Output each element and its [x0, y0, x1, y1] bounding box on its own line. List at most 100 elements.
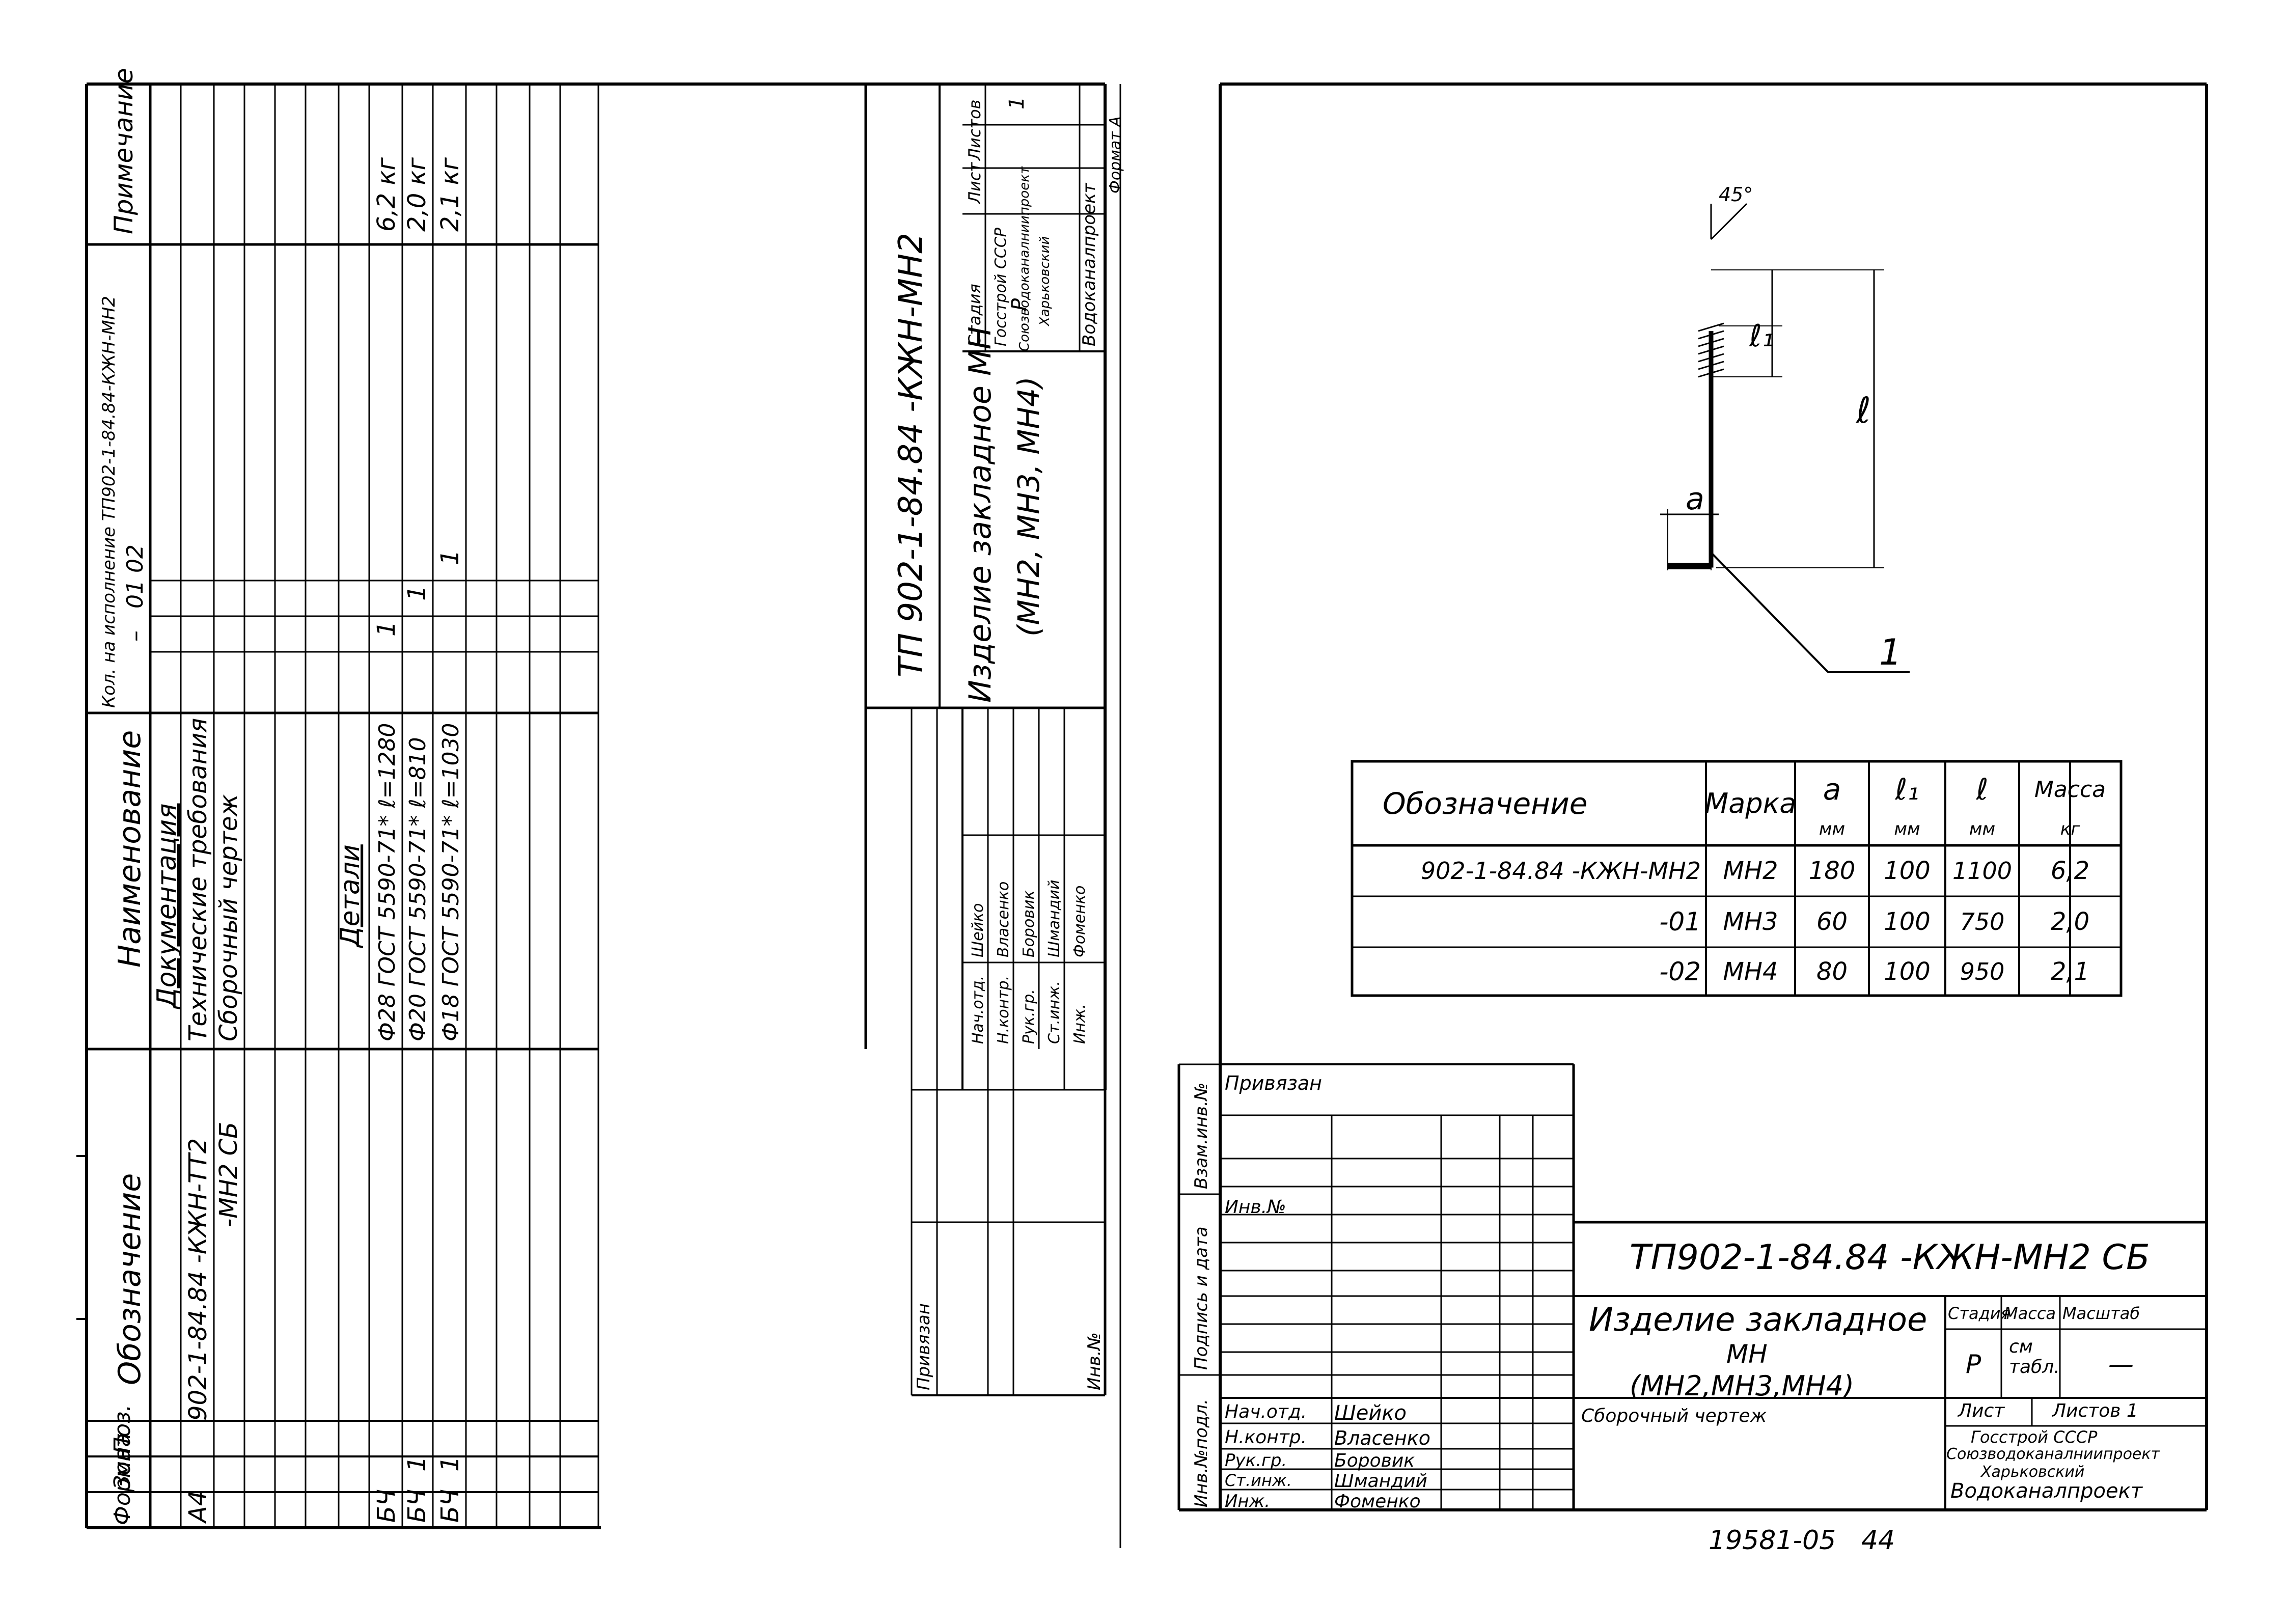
spec-row-format: A4 [184, 1491, 212, 1524]
spec-sheets-val: 1 [1005, 97, 1029, 109]
embedded-part-drawing [1660, 203, 1910, 673]
spec-col-zone: Зона [109, 1433, 135, 1490]
stamp-signer-name: Фоменко [1334, 1491, 1421, 1512]
assembly-sheet: 45° ℓ₁ ℓ a 1 Инв.№подл. Подпись и дата В… [1177, 82, 2208, 1511]
spec-org: Госстрой СССР [992, 227, 1010, 346]
table-cell-mass: 2,1 [2050, 957, 2090, 986]
stamp-org: Водоканалпроект [1950, 1479, 2143, 1503]
specification-sheet: Формат Зона Поз. Обозначение Наименовани… [76, 68, 1124, 1548]
table-cell-a: 80 [1816, 957, 1848, 986]
spec-col-format: Формат [109, 1434, 135, 1525]
table-unit-mass: кг [2060, 818, 2080, 839]
stamp-signer-name: Власенко [1334, 1427, 1430, 1449]
table-cell-mark: МН3 [1723, 907, 1778, 936]
stamp-inv: Инв.№ [1225, 1197, 1286, 1218]
position-label: 1 [1879, 631, 1902, 673]
qty-mark: 1 [436, 549, 464, 565]
stamp-title-4: Сборочный чертеж [1581, 1406, 1767, 1426]
stamp-hdr-stage: Стадия [1948, 1304, 2010, 1323]
spec-signer-role: Нач.отд. [969, 976, 987, 1044]
spec-signer-name: Фоменко [1071, 886, 1089, 957]
spec-signer-name: Шмандий [1045, 880, 1063, 957]
table-unit-l: мм [1969, 818, 1996, 839]
table-cell-mass: 6,2 [2050, 857, 2090, 885]
dim-l-label: ℓ [1856, 390, 1871, 431]
spec-signer-name: Шейко [969, 903, 987, 957]
spec-inv: Инв.№ [1084, 1332, 1105, 1390]
table-cell-l: 950 [1960, 957, 2005, 985]
spec-format-note: Формат А [1107, 116, 1124, 194]
spec-signer-name: Боровик [1020, 890, 1038, 957]
spec-row-name: Ф28 ГОСТ 5590-71* ℓ=1280 [374, 723, 400, 1041]
table-header-l: ℓ [1976, 772, 1989, 807]
table-cell-l: 750 [1960, 908, 2005, 935]
spec-title-name-2: (МН2, МН3, МН4) [1011, 376, 1046, 637]
spec-row-name: Ф20 ГОСТ 5590-71* ℓ=810 [405, 737, 431, 1041]
spec-title-name: Изделие закладное МН [962, 326, 998, 703]
table-header-mass: Масса [2034, 776, 2106, 803]
spec-col-pos: Поз. [109, 1405, 135, 1454]
spec-col-note: Примечание [109, 68, 139, 234]
table-cell-l1: 100 [1884, 857, 1931, 885]
qty-mark: 1 [403, 1456, 431, 1472]
spec-org: Союзводоканалниипроект [1017, 166, 1032, 351]
spec-row-note: 6,2 кг [372, 157, 401, 232]
side-label-sign-date: Подпись и дата [1191, 1226, 1211, 1370]
variant-01: 01 [122, 580, 148, 609]
table-cell-a: 180 [1808, 857, 1856, 885]
spec-row-format: БЧ [372, 1489, 401, 1523]
spec-stage-hdr: Листов [965, 99, 984, 161]
spec-signer-role: Ст.инж. [1045, 981, 1063, 1044]
spec-row-format: БЧ [403, 1489, 431, 1523]
table-cell-designation: -01 [1659, 907, 1701, 937]
spec-row-format: БЧ [436, 1489, 464, 1523]
table-header-designation: Обозначение [1383, 786, 1588, 821]
stamp-title-3: (МН2,МН3,МН4) [1630, 1370, 1855, 1402]
dim-a-label: a [1686, 481, 1704, 517]
table-header-l1: ℓ₁ [1895, 772, 1919, 807]
stamp-val-stage: Р [1966, 1350, 1981, 1379]
table-unit-a: мм [1819, 818, 1846, 839]
spec-row-name: Технические требования [184, 718, 212, 1041]
stamp-signer-role: Инж. [1225, 1491, 1271, 1511]
spec-col-qty: Кол. на исполнение ТП902-1-84.84-КЖН-МН2 [99, 296, 119, 708]
stamp-signer-name: Шейко [1334, 1401, 1407, 1425]
table-cell-mass: 2,0 [2050, 907, 2090, 936]
spec-org: Харьковский [1037, 236, 1053, 327]
stamp-title-2: МН [1726, 1339, 1768, 1369]
table-cell-l1: 100 [1884, 907, 1931, 936]
spec-signer-role: Н.контр. [995, 976, 1012, 1044]
table-cell-a: 60 [1816, 907, 1848, 936]
angle-label: 45° [1719, 183, 1753, 206]
stamp-hdr-scale: Масштаб [2062, 1304, 2140, 1323]
table-header-a: a [1823, 772, 1841, 807]
spec-section-details: Детали [335, 844, 366, 948]
spec-stage-val: Р [1008, 298, 1031, 311]
table-header-mark: Марка [1704, 787, 1797, 819]
stamp-signer-name: Боровик [1334, 1450, 1415, 1471]
spec-title-code: ТП 902-1-84.84 -КЖН-МН2 [892, 233, 930, 677]
stamp-hdr-mass: Масса [2004, 1304, 2056, 1323]
stamp-signer-name: Шмандий [1334, 1471, 1427, 1492]
spec-org: Водоканалпроект [1079, 182, 1099, 346]
spec-signer-role: Рук.гр. [1020, 989, 1038, 1044]
spec-signer-name: Власенко [995, 882, 1012, 957]
qty-mark: 1 [436, 1456, 464, 1472]
side-label-inv-podl: Инв.№подл. [1191, 1399, 1211, 1507]
stamp-val-mass: см табл. [2009, 1336, 2060, 1378]
spec-row-note: 2,0 кг [403, 157, 431, 232]
spec-signer-role: Инж. [1071, 1004, 1089, 1044]
table-cell-l: 1100 [1952, 857, 2013, 885]
spec-row-designation: -МН2 СБ [214, 1122, 243, 1227]
stamp-val-scale: — [2108, 1350, 2134, 1379]
stamp-sheet: Лист [1958, 1400, 2005, 1421]
spec-row-name: Ф18 ГОСТ 5590-71* ℓ=1030 [438, 723, 464, 1041]
dimensions-table: Обозначение Марка a мм ℓ₁ мм ℓ мм Масса … [1352, 761, 2121, 996]
variant-02: 02 [122, 544, 148, 573]
spec-col-designation: Обозначение [112, 1173, 148, 1385]
stamp-code: ТП902-1-84.84 -КЖН-МН2 СБ [1630, 1237, 2150, 1278]
table-cell-l1: 100 [1884, 957, 1931, 986]
qty-mark: 1 [403, 585, 431, 601]
spec-stage-hdr: Стадия [965, 284, 984, 346]
dimensions-table-grid [1351, 760, 2123, 997]
